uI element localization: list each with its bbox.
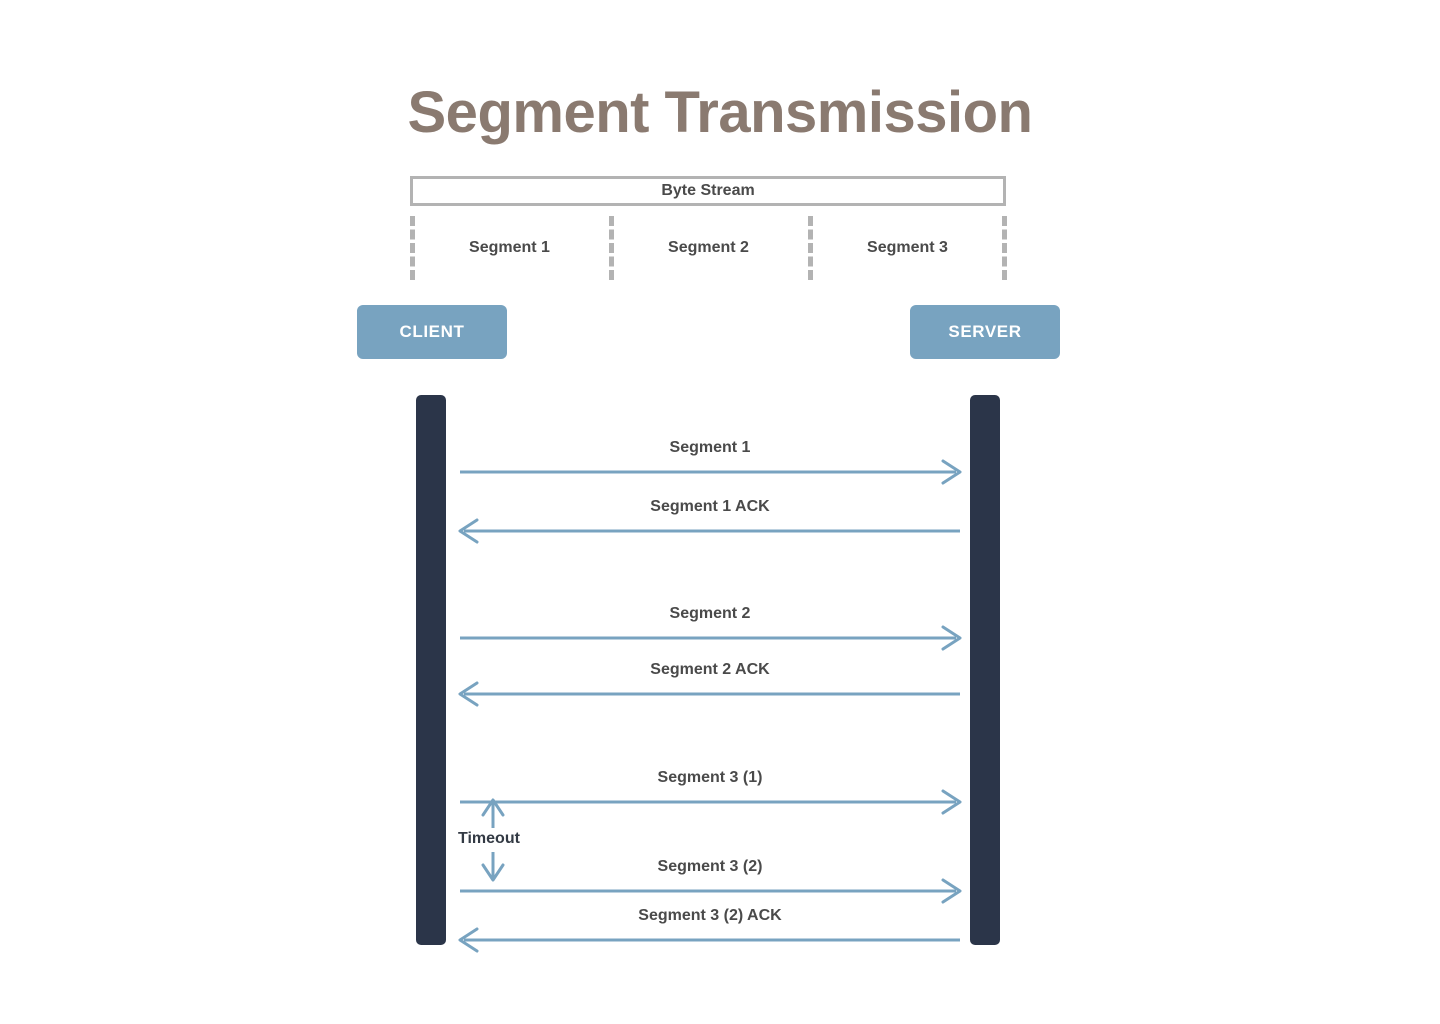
message-segment-3-2: Segment 3 (2) <box>460 856 962 904</box>
client-box[interactable]: CLIENT <box>357 305 507 359</box>
message-label: Segment 2 ACK <box>650 661 770 678</box>
message-label: Segment 3 (2) ACK <box>638 907 782 924</box>
arrow-left-icon <box>458 927 960 953</box>
segment-label-3: Segment 3 <box>867 239 948 256</box>
timeout-double-arrow-icon <box>481 798 505 882</box>
message-segment-1-ack: Segment 1 ACK <box>458 496 960 544</box>
arrow-right-icon <box>460 459 962 485</box>
arrow-left-icon <box>458 681 960 707</box>
server-lifeline <box>970 395 1000 945</box>
segment-divider-0 <box>410 216 415 280</box>
message-segment-2: Segment 2 <box>460 603 962 651</box>
arrow-right-icon <box>460 878 962 904</box>
client-label: CLIENT <box>399 322 465 341</box>
timeout-label: Timeout <box>458 830 520 847</box>
message-segment-3-2-ack: Segment 3 (2) ACK <box>458 905 960 953</box>
message-segment-2-ack: Segment 2 ACK <box>458 659 960 707</box>
segment-divider-2 <box>808 216 813 280</box>
message-label: Segment 1 <box>669 439 751 456</box>
server-label: SERVER <box>948 322 1022 341</box>
server-box[interactable]: SERVER <box>910 305 1060 359</box>
message-label: Segment 3 (1) <box>657 769 763 786</box>
timeout-marker: Timeout <box>458 798 578 882</box>
byte-stream-box: Byte Stream <box>410 176 1006 206</box>
arrow-right-icon <box>460 625 962 651</box>
message-segment-1: Segment 1 <box>460 437 962 485</box>
arrow-left-icon <box>458 518 960 544</box>
message-label: Segment 3 (2) <box>657 858 763 875</box>
segment-divider-1 <box>609 216 614 280</box>
page-title: Segment Transmission <box>407 80 1033 145</box>
byte-stream-label: Byte Stream <box>661 182 755 199</box>
segment-label-1: Segment 1 <box>469 239 550 256</box>
segment-divider-3 <box>1002 216 1007 280</box>
client-lifeline <box>416 395 446 945</box>
message-label: Segment 2 <box>669 605 751 622</box>
segment-label-2: Segment 2 <box>668 239 749 256</box>
message-label: Segment 1 ACK <box>650 498 770 515</box>
message-segment-3-1: Segment 3 (1) <box>460 767 962 815</box>
arrow-right-icon <box>460 789 962 815</box>
